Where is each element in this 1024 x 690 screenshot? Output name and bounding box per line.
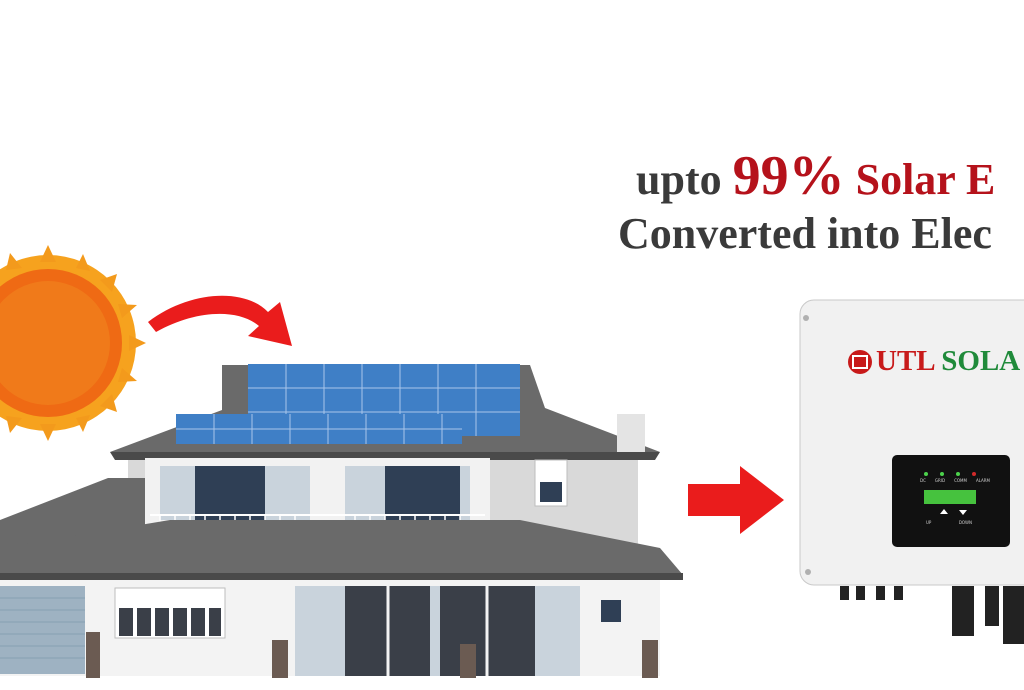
brand-utl: UTL: [876, 345, 935, 377]
lcd-screen: [924, 490, 976, 504]
button-up-label: UP: [926, 520, 932, 525]
indicator-comm: COMM: [954, 478, 967, 483]
indicator-alarm: ALARM: [975, 478, 990, 483]
headline-percent: 99%: [732, 145, 845, 207]
headline-line-2: Converted into Elec: [618, 209, 992, 258]
button-down-label: DOWN: [958, 520, 972, 525]
solar-panel-array: [176, 364, 520, 444]
sun-icon: [0, 245, 146, 441]
headline-prefix: upto: [636, 155, 722, 204]
indicator-labels: DC GRID COMM ALARM: [920, 478, 990, 483]
inverter-brand: UTL SOLA: [848, 345, 1020, 378]
indicator-dc: DC: [920, 478, 926, 483]
curved-arrow-icon: [148, 295, 292, 346]
headline-line1-rest: Solar E: [855, 155, 996, 204]
brand-solar: SOLA: [941, 345, 1021, 377]
button-labels: UP DOWN: [926, 520, 972, 525]
indicator-grid: GRID: [934, 478, 946, 483]
headline: upto 99% Solar E Converted into Elec: [612, 148, 1024, 260]
right-arrow-icon: [688, 466, 784, 534]
inverter-illustration: [799, 299, 1024, 644]
house-illustration: [0, 364, 683, 678]
headline-line-1: upto 99% Solar E: [636, 148, 1024, 206]
